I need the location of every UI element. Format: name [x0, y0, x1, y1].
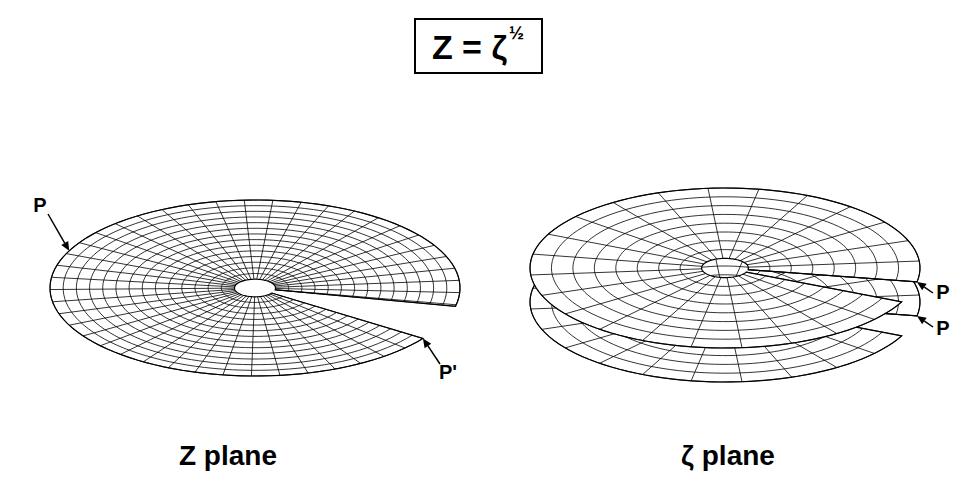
grid-circle	[90, 217, 421, 359]
grid-radial	[743, 274, 874, 319]
point-label: P	[33, 195, 46, 215]
z-plane-disc	[50, 200, 460, 376]
grid-radial	[275, 280, 459, 287]
grid-radial	[691, 277, 721, 346]
grid-circle	[680, 250, 770, 287]
grid-radial	[251, 297, 254, 376]
grid-radial	[269, 226, 399, 282]
grid-radial	[262, 206, 328, 280]
grid-radial	[576, 217, 707, 262]
grid-radial	[613, 202, 711, 260]
grid-radial	[188, 205, 248, 280]
grid-circle	[50, 200, 460, 376]
grid-radial	[266, 296, 361, 364]
grid-radial	[748, 270, 917, 282]
grid-radial	[260, 297, 308, 374]
grid-radial	[643, 277, 716, 341]
grid-radial	[733, 277, 792, 343]
sheet-surface	[530, 188, 920, 348]
grid-radial	[729, 189, 759, 258]
grid-radial	[744, 222, 885, 262]
grid-radial	[168, 296, 246, 368]
grid-radial	[275, 290, 455, 306]
point-label: P	[936, 318, 949, 338]
grid-radial	[740, 207, 850, 261]
grid-radial	[137, 216, 243, 281]
arrow-head	[61, 241, 69, 251]
leader-line	[924, 287, 933, 293]
grid-radial	[195, 296, 249, 372]
grid-radial	[275, 268, 455, 286]
grid-radial	[244, 200, 254, 279]
grid-radial	[708, 188, 723, 258]
grid-radial	[260, 202, 302, 279]
grid-radial	[727, 278, 742, 348]
grid-radial	[658, 193, 717, 259]
plane-caption: Z plane	[179, 442, 277, 470]
grid-radial	[747, 241, 908, 265]
point-label: P'	[439, 362, 457, 382]
grid-radial	[66, 254, 236, 285]
zeta-upper-sheet	[530, 188, 920, 348]
sheet-surface	[50, 200, 460, 376]
arrow-head	[423, 338, 431, 348]
grid-circle	[530, 188, 920, 348]
grid-radial	[542, 271, 703, 295]
formula-box: Z = ζ½	[414, 18, 543, 74]
grid-circle	[551, 197, 898, 339]
leader-line	[48, 214, 65, 243]
leader-line	[428, 346, 440, 364]
grid-radial	[600, 275, 710, 329]
grid-radial	[738, 276, 836, 334]
grid-radial	[268, 295, 384, 357]
arrow-head	[917, 316, 927, 324]
formula-text: Z = ζ	[432, 30, 507, 64]
grid-circle	[616, 223, 834, 313]
grid-radial	[223, 297, 252, 375]
grid-radial	[533, 254, 702, 266]
grid-radial	[565, 274, 706, 314]
grid-radial	[257, 297, 279, 376]
point-label: P	[936, 282, 949, 302]
grid-circle	[637, 232, 812, 304]
plane-caption: ζ plane	[681, 442, 775, 470]
grid-circle	[76, 211, 433, 364]
grid-circle	[573, 206, 877, 331]
grid-radial	[96, 233, 239, 283]
grid-radial	[59, 291, 235, 314]
grid-radial	[274, 256, 446, 284]
grid-radial	[115, 224, 241, 282]
grid-radial	[270, 294, 405, 348]
grid-circle	[103, 223, 408, 354]
grid-radial	[531, 269, 702, 275]
formula-exponent: ½	[509, 24, 524, 42]
grid-radial	[548, 234, 704, 264]
grid-radial	[100, 294, 239, 346]
grid-radial	[53, 289, 235, 301]
grid-radial	[69, 292, 236, 325]
grid-radial	[748, 270, 917, 282]
grid-radial	[257, 200, 273, 279]
grid-radial	[746, 272, 902, 302]
arrow-head	[917, 282, 927, 290]
grid-circle	[659, 241, 792, 295]
grid-radial	[735, 195, 808, 259]
leader-lines	[48, 214, 933, 364]
grid-radial	[271, 235, 418, 283]
grid-circle	[63, 206, 447, 371]
leader-line	[924, 321, 933, 327]
grid-radial	[50, 288, 234, 289]
grid-radial	[162, 210, 246, 281]
grid-circle	[594, 214, 855, 321]
grid-radial	[748, 261, 919, 267]
grid-radial	[83, 293, 238, 336]
